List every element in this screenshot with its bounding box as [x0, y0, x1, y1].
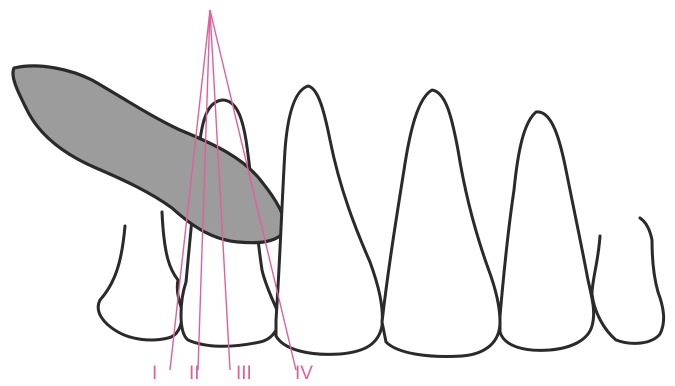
tooth-fifth — [500, 112, 594, 350]
ray-label-ii: II — [189, 363, 200, 384]
tooth-third — [276, 86, 382, 354]
ray-label-iii: III — [236, 363, 252, 384]
ray-label-iv: IV — [295, 363, 313, 384]
ray-label-i: I — [152, 363, 157, 384]
tooth-right-partial — [592, 218, 664, 343]
ray-labels: I II III IV — [152, 363, 313, 384]
tooth-left-partial — [98, 212, 183, 340]
tooth-fourth — [382, 90, 500, 356]
